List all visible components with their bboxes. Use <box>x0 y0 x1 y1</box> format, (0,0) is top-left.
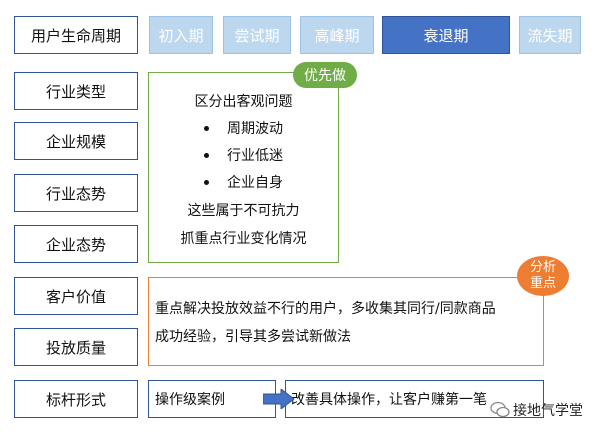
bullet-text: 行业低迷 <box>227 148 283 164</box>
label-delivery-quality: 投放质量 <box>14 328 138 366</box>
priority-note-force-majeure: 这些属于不可抗力 <box>187 203 300 219</box>
case-label: 操作级案例 <box>155 392 225 408</box>
case-box: 操作级案例 <box>148 380 276 418</box>
factor-company-size: 企业规模 <box>14 122 138 160</box>
factor-industry-trend: 行业态势 <box>14 174 138 212</box>
bullet-text: 周期波动 <box>227 121 283 137</box>
bullet-icon <box>204 125 209 131</box>
factor-industry-type: 行业类型 <box>14 72 138 110</box>
priority-badge: 优先做 <box>293 62 357 88</box>
label-benchmark: 标杆形式 <box>14 380 138 418</box>
focus-badge-line2: 重点 <box>529 276 556 291</box>
bullet-icon <box>204 152 209 158</box>
stage-intro[interactable]: 初入期 <box>149 16 213 54</box>
bullet-icon <box>204 179 209 185</box>
focus-line-2: 成功经验，引导其多尝试新做法 <box>155 329 351 345</box>
result-label: 改善具体操作，让客户赚第一笔 <box>291 392 487 408</box>
priority-note-focus: 抓重点行业变化情况 <box>180 231 307 247</box>
wechat-icon <box>490 401 510 418</box>
priority-title: 区分出客观问题 <box>194 94 293 110</box>
result-box: 改善具体操作，让客户赚第一笔 <box>285 380 544 418</box>
label-customer-value: 客户价值 <box>14 277 138 315</box>
bullet-row-cycle: 周期波动 <box>149 118 338 138</box>
bullet-text: 企业自身 <box>227 175 283 191</box>
bullet-row-industry: 行业低迷 <box>149 145 338 165</box>
lifecycle-label: 用户生命周期 <box>14 16 138 54</box>
stage-peak[interactable]: 高峰期 <box>300 16 374 54</box>
factor-company-trend: 企业态势 <box>14 225 138 263</box>
arrow-right-icon <box>263 389 295 409</box>
stage-trial[interactable]: 尝试期 <box>223 16 291 54</box>
bullet-row-company: 企业自身 <box>149 172 338 192</box>
focus-line-1: 重点解决投放效益不行的用户，多收集其同行/同款商品 <box>155 301 496 317</box>
focus-badge: 分析 重点 <box>517 256 569 296</box>
stage-decline[interactable]: 衰退期 <box>382 16 510 54</box>
focus-badge-line1: 分析 <box>529 260 556 275</box>
focus-panel: 重点解决投放效益不行的用户，多收集其同行/同款商品 成功经验，引导其多尝试新做法 <box>148 277 544 366</box>
stage-churn[interactable]: 流失期 <box>519 16 581 54</box>
watermark-text: 接地气学堂 <box>513 403 583 419</box>
priority-panel: 区分出客观问题 周期波动 行业低迷 企业自身 这些属于不可抗力 抓重点行业变化情… <box>148 72 339 263</box>
watermark: 接地气学堂 <box>490 399 583 421</box>
